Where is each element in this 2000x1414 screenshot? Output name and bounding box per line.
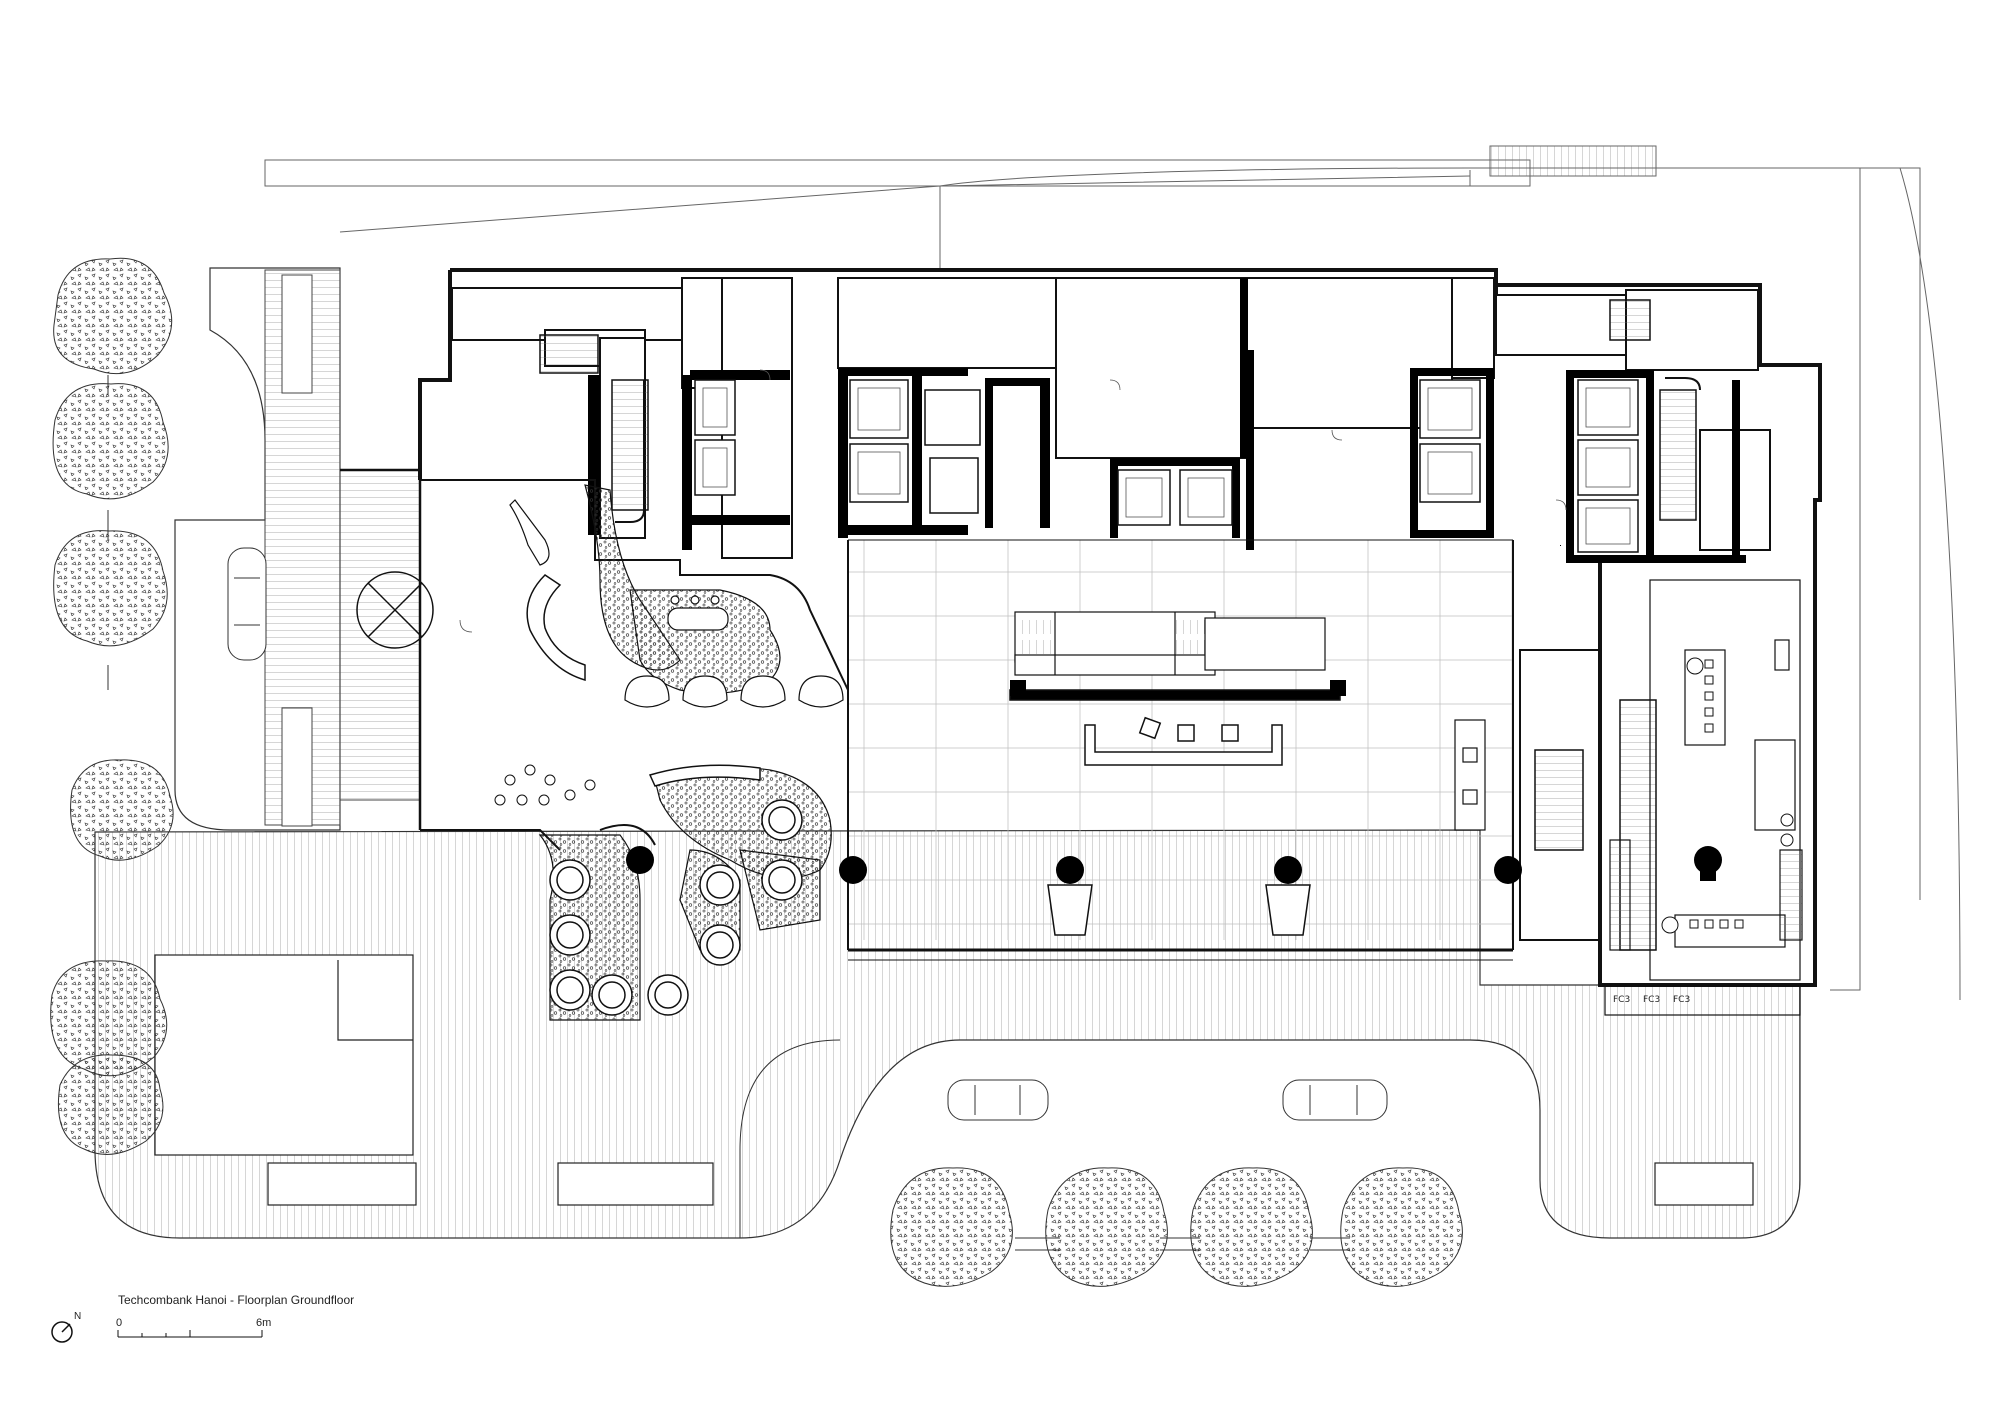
tree-trunk-lines xyxy=(107,375,1350,1251)
fc-label-2: FC3 xyxy=(1643,995,1660,1005)
plan-caption: Techcombank Hanoi - Floorplan Groundfloo… xyxy=(118,1293,355,1307)
fc-label-1: FC3 xyxy=(1613,995,1630,1005)
booth-seats xyxy=(549,799,803,1016)
cars xyxy=(227,547,1388,1121)
lobby-walls xyxy=(847,539,1601,961)
scale-end-label: 6m xyxy=(256,1317,272,1329)
street-boundary xyxy=(264,145,1961,1001)
elevators xyxy=(694,379,1639,553)
trees xyxy=(50,257,1463,1287)
scale-bar xyxy=(117,1330,263,1338)
bar-counter xyxy=(667,595,729,631)
core-walls xyxy=(588,278,1746,563)
inner-drive-outline xyxy=(739,1039,841,1238)
round-bench xyxy=(509,499,550,566)
east-wing-column xyxy=(1694,846,1722,874)
lounge-armchairs-north xyxy=(624,675,844,708)
curved-bench-south xyxy=(648,764,761,787)
east-wing xyxy=(1604,579,1803,1016)
east-wing-seats xyxy=(1661,657,1794,934)
door-swings xyxy=(459,369,1567,633)
scale-start-label: 0 xyxy=(116,1317,123,1329)
lounge-column xyxy=(626,846,654,874)
fc-label-3: FC3 xyxy=(1673,995,1690,1005)
lobby-benches xyxy=(1454,719,1486,831)
north-label: N xyxy=(74,1311,82,1322)
canopy-supports xyxy=(1047,884,1311,936)
west-terrace-outline xyxy=(174,267,341,831)
curved-sofa xyxy=(526,574,586,681)
north-arrow-icon xyxy=(51,1321,73,1343)
elevator-car-lines xyxy=(702,387,1631,545)
loose-stools xyxy=(494,764,596,806)
east-wing-counter-stools xyxy=(1689,659,1744,929)
escalators xyxy=(1014,611,1326,676)
revolving-door xyxy=(356,571,434,649)
